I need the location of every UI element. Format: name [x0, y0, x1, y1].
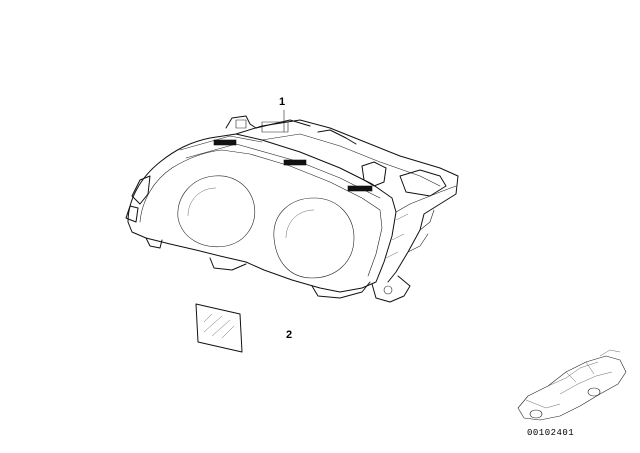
diagram-reference-code: 00102401: [527, 428, 575, 438]
headlight-assembly-icon[interactable]: [125, 115, 459, 303]
protective-film-icon[interactable]: [195, 303, 243, 353]
callout-number-2[interactable]: 2: [286, 329, 293, 341]
callout-number-1[interactable]: 1: [279, 96, 286, 108]
car-silhouette-icon: [517, 349, 627, 421]
